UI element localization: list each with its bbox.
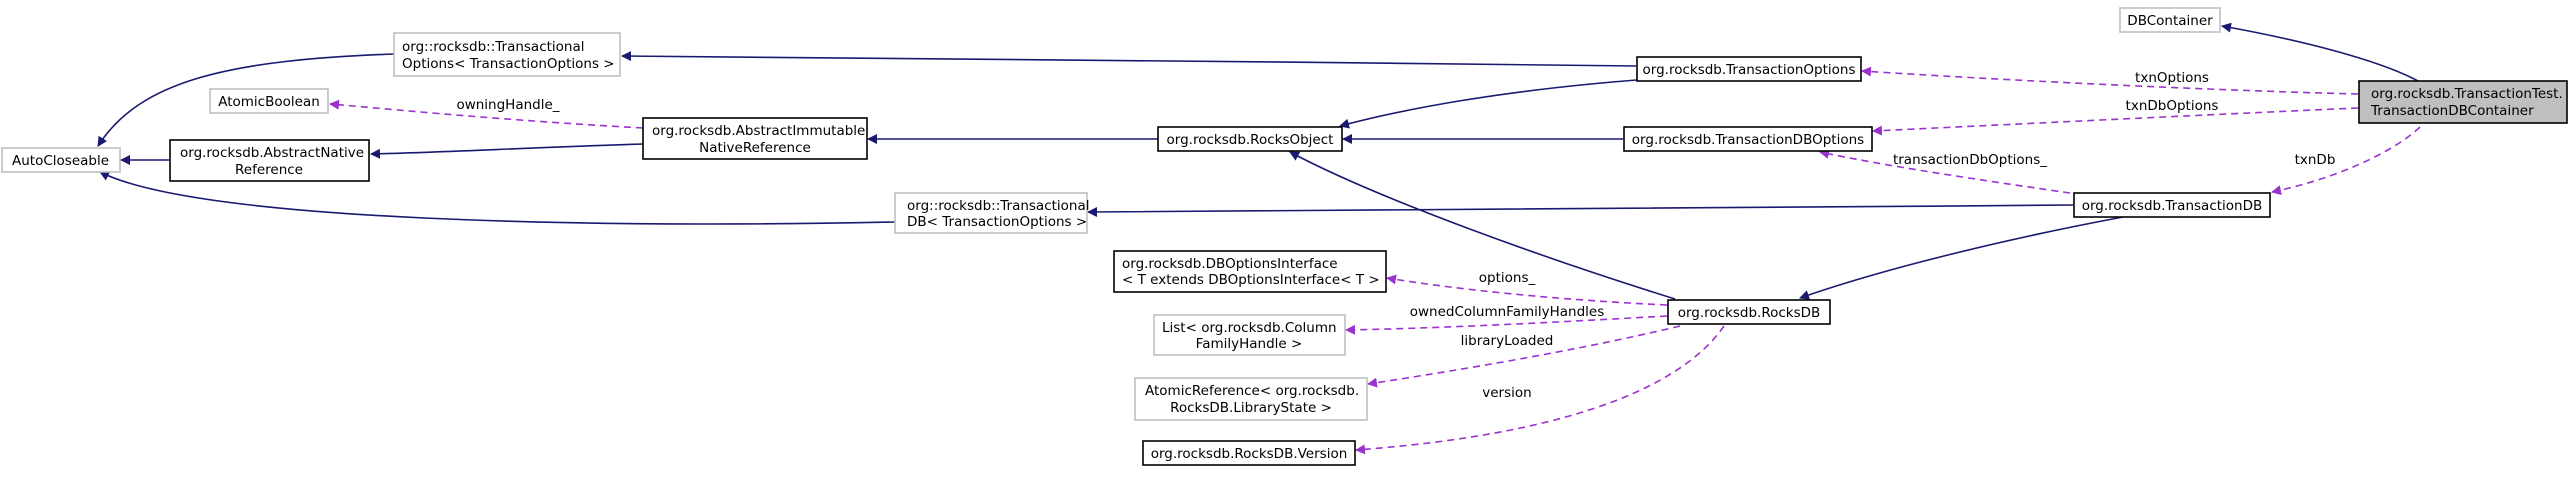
edge-transaction-db-options (1819, 149, 2071, 194)
edge-txn-options (1861, 66, 2359, 95)
node-abstract-native-reference[interactable]: org.rocksdb.AbstractNative Reference (169, 139, 370, 182)
edge-label-txn-db-options: txnDbOptions (2126, 98, 2219, 114)
edge-version (1355, 325, 1725, 455)
node-atomic-reference[interactable]: AtomicReference< org.rocksdb. RocksDB.Li… (1134, 377, 1368, 421)
node-transaction-options[interactable]: org.rocksdb.TransactionOptions (1636, 56, 1862, 82)
node-db-container[interactable]: DBContainer (2119, 7, 2221, 33)
node-transaction-db-container[interactable]: org.rocksdb.TransactionTest. Transaction… (2358, 80, 2568, 124)
edge-library-loaded (1367, 325, 1681, 388)
edge-label-txn-db: txnDb (2295, 152, 2336, 168)
node-atomic-boolean[interactable]: AtomicBoolean (209, 88, 329, 114)
svg-text:List< org.rocksdb.Column: List< org.rocksdb.Column (1162, 320, 1337, 336)
edge-label-transaction-db-options: transactionDbOptions_ (1893, 152, 2047, 168)
svg-text:NativeReference: NativeReference (699, 140, 811, 156)
svg-text:AtomicBoolean: AtomicBoolean (218, 94, 320, 110)
edge-label-txn-options: txnOptions (2135, 70, 2209, 86)
svg-text:Options< TransactionOptions >: Options< TransactionOptions > (402, 56, 615, 72)
edge-txn-db (2271, 126, 2421, 196)
svg-text:org::rocksdb::Transactional: org::rocksdb::Transactional (402, 39, 585, 55)
svg-text:org.rocksdb.TransactionOptions: org.rocksdb.TransactionOptions (1643, 62, 1856, 78)
svg-text:DB< TransactionOptions >: DB< TransactionOptions > (907, 214, 1087, 230)
edge-transaction-options-to-rocks-object (1339, 78, 1651, 129)
edge-label-library-loaded: libraryLoaded (1461, 333, 1554, 349)
edge-label-version: version (1482, 385, 1531, 401)
node-autocloseable[interactable]: AutoCloseable (1, 147, 121, 173)
node-rocksdb[interactable]: org.rocksdb.RocksDB (1667, 299, 1831, 325)
edge-rocksdb-to-rocks-object (1289, 151, 1676, 300)
node-transactional-options[interactable]: org::rocksdb::Transactional Options< Tra… (393, 32, 621, 77)
edge-owned-column-family-handles (1345, 315, 1668, 335)
svg-text:org.rocksdb.DBOptionsInterface: org.rocksdb.DBOptionsInterface (1122, 256, 1338, 272)
edge-transactional-db-to-autocloseable (99, 171, 896, 225)
svg-text:org.rocksdb.RocksDB.Version: org.rocksdb.RocksDB.Version (1151, 446, 1348, 462)
edge-label-owned-column-family-handles: ownedColumnFamilyHandles (1410, 304, 1605, 320)
edge-options (1386, 274, 1668, 306)
svg-text:org.rocksdb.RocksObject: org.rocksdb.RocksObject (1167, 132, 1334, 148)
edge-abstract-immutable-to-abstract-native (370, 143, 644, 159)
edge-transaction-db-to-transactional-db (1087, 204, 2074, 217)
svg-text:AutoCloseable: AutoCloseable (12, 153, 109, 169)
node-rocksdb-version[interactable]: org.rocksdb.RocksDB.Version (1142, 440, 1356, 466)
svg-text:org.rocksdb.TransactionDB: org.rocksdb.TransactionDB (2082, 198, 2263, 214)
svg-text:DBContainer: DBContainer (2127, 13, 2213, 29)
svg-text:Reference: Reference (235, 162, 303, 178)
edge-transaction-options-to-transactional-options (621, 51, 1637, 67)
svg-text:org::rocksdb::Transactional: org::rocksdb::Transactional (907, 198, 1090, 214)
edge-label-options: options_ (1479, 270, 1536, 286)
edge-transactional-options-to-autocloseable (97, 53, 395, 147)
svg-text:org.rocksdb.AbstractNative: org.rocksdb.AbstractNative (180, 145, 364, 161)
edge-label-owning-handle: owningHandle_ (456, 97, 559, 113)
inheritance-edges (97, 22, 2421, 300)
svg-text:FamilyHandle >: FamilyHandle > (1196, 336, 1303, 352)
node-abstract-immutable-native-reference[interactable]: org.rocksdb.AbstractImmutable NativeRefe… (642, 117, 868, 160)
edge-txn-db-options (1872, 107, 2359, 136)
svg-text:org.rocksdb.TransactionTest.: org.rocksdb.TransactionTest. (2371, 86, 2563, 102)
svg-text:TransactionDBContainer: TransactionDBContainer (2370, 103, 2534, 119)
node-db-options-interface[interactable]: org.rocksdb.DBOptionsInterface < T exten… (1113, 250, 1387, 293)
node-transaction-db-options[interactable]: org.rocksdb.TransactionDBOptions (1623, 126, 1873, 152)
svg-text:org.rocksdb.RocksDB: org.rocksdb.RocksDB (1678, 305, 1821, 321)
node-list-column-family-handle[interactable]: List< org.rocksdb.Column FamilyHandle > (1153, 314, 1346, 356)
svg-text:org.rocksdb.AbstractImmutable: org.rocksdb.AbstractImmutable (652, 123, 865, 139)
svg-text:AtomicReference< org.rocksdb.: AtomicReference< org.rocksdb. (1145, 383, 1359, 399)
usage-edges (329, 66, 2421, 455)
edge-labels: owningHandle_ txnOptions txnDbOptions tr… (456, 70, 2335, 401)
node-transaction-db[interactable]: org.rocksdb.TransactionDB (2073, 192, 2271, 218)
edge-transaction-db-to-rocksdb (1799, 216, 2124, 300)
svg-text:RocksDB.LibraryState >: RocksDB.LibraryState > (1170, 400, 1332, 416)
node-transactional-db[interactable]: org::rocksdb::Transactional DB< Transact… (894, 192, 1090, 234)
svg-text:< T extends DBOptionsInterface: < T extends DBOptionsInterface< T > (1122, 272, 1380, 288)
svg-text:org.rocksdb.TransactionDBOptio: org.rocksdb.TransactionDBOptions (1632, 132, 1864, 148)
edge-transaction-db-container-to-db-container (2221, 22, 2421, 83)
node-rocks-object[interactable]: org.rocksdb.RocksObject (1157, 126, 1343, 152)
edge-owning-handle (329, 99, 644, 129)
